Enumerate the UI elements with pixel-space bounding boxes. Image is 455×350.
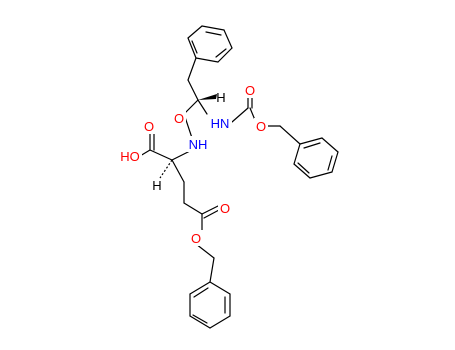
- atom-ester-oxo: O: [220, 201, 230, 216]
- bond-ester-ch2-ring: [209, 257, 215, 283]
- atom-label-layer: O HO NH O HN O O O O H H: [116, 82, 268, 246]
- bond-ester-ch2: [195, 243, 215, 259]
- atom-ester-ether-o: O: [191, 231, 201, 246]
- atom-amide-oxo: O: [174, 111, 184, 126]
- atom-stereo-h-upper: H: [216, 90, 225, 105]
- bond-ch2-alpha: [187, 79, 199, 101]
- benzene-ring-bottom: [189, 281, 231, 329]
- bond-ester-co-1: [201, 205, 219, 215]
- bond-ester-co-2: [203, 209, 220, 219]
- bond-ring-ch2: [187, 57, 197, 81]
- bond-glu-alpha-carboxyl: [149, 149, 173, 161]
- bond-carbamate-n-c: [231, 107, 249, 123]
- bond-alpha-amide-c: [183, 99, 199, 115]
- atom-amide-nh: NH: [189, 137, 208, 152]
- bond-alpha-carbamate-n: [197, 99, 208, 115]
- bond-glu-gamma-ester-c: [183, 202, 203, 215]
- atom-carboxyl-oxo: O: [144, 119, 154, 134]
- benzene-ring-right: [293, 137, 339, 179]
- atom-hydroxyl: HO: [120, 149, 140, 164]
- atom-carbamate-oxo: O: [245, 83, 255, 98]
- benzene-ring-top: [187, 25, 233, 63]
- wedge-bond-h-upper: [198, 94, 217, 100]
- bond-layer: [139, 25, 339, 329]
- atom-carbamate-ether-o: O: [256, 119, 266, 134]
- hashed-bond-h-lower: [159, 159, 173, 179]
- atom-carbamate-hn: HN: [211, 116, 230, 131]
- bond-ch2-ring-right: [279, 125, 301, 145]
- atom-stereo-h-lower: H: [152, 178, 161, 193]
- bond-glu-alpha-beta: [171, 159, 185, 183]
